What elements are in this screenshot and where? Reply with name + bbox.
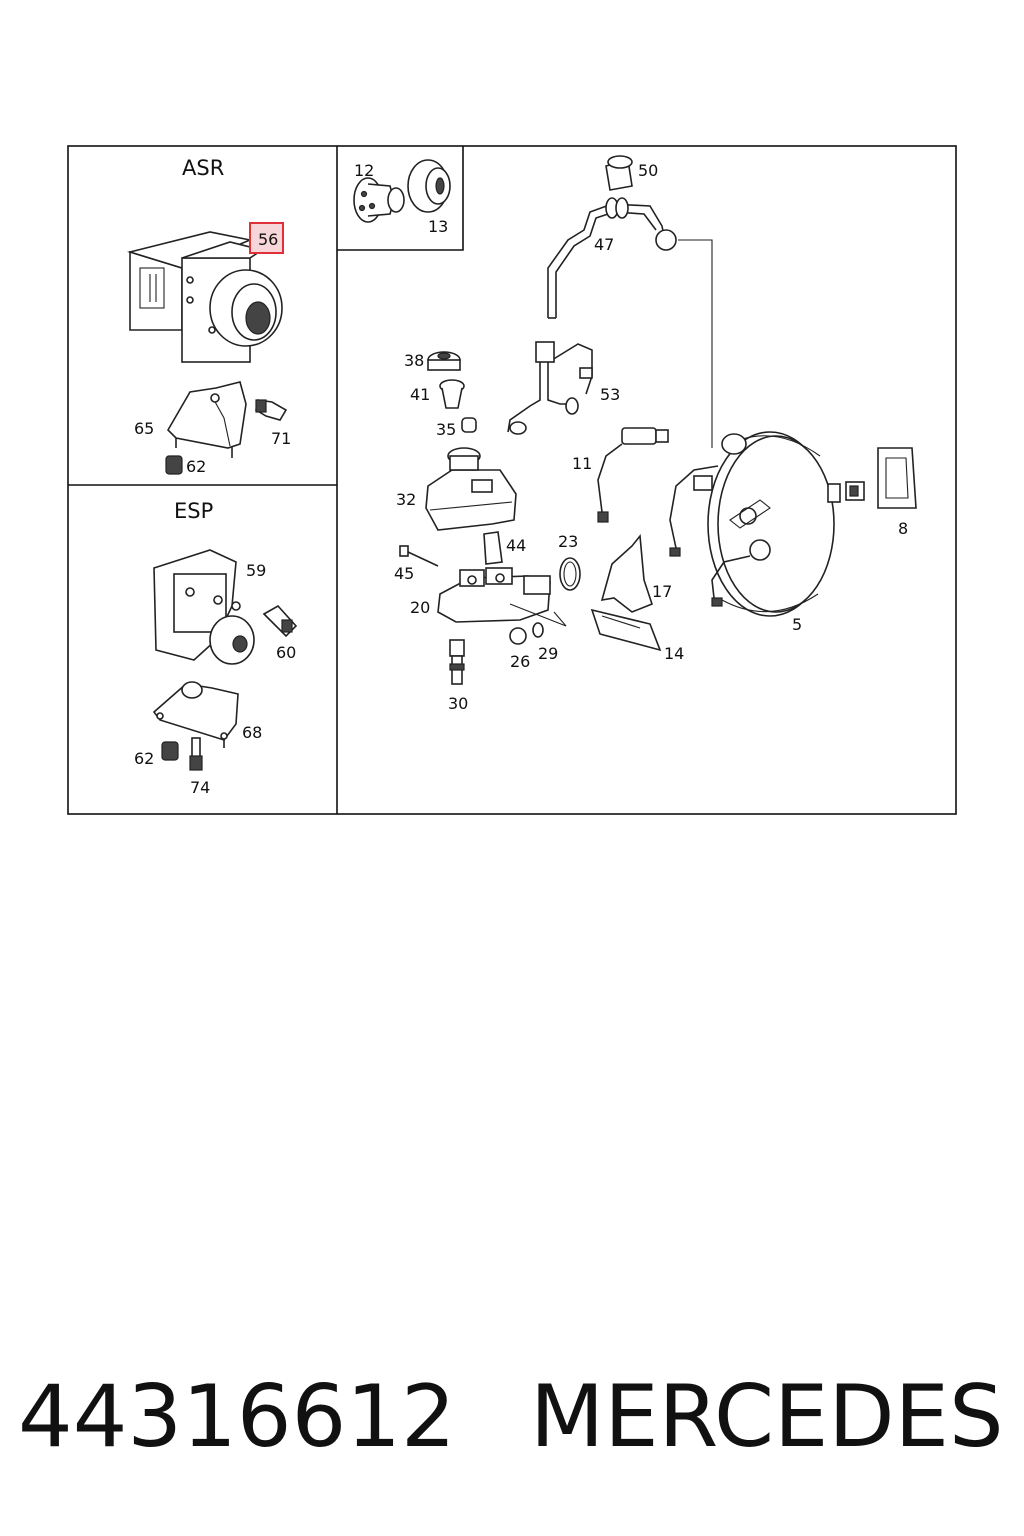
callout-65: 65 xyxy=(134,419,154,438)
callout-50: 50 xyxy=(638,161,658,180)
callout-71: 71 xyxy=(271,429,291,448)
grommet-44[interactable] xyxy=(483,531,503,565)
callout-20: 20 xyxy=(410,598,430,617)
nut-26[interactable] xyxy=(509,627,527,645)
callout-38: 38 xyxy=(404,351,424,370)
callout-29: 29 xyxy=(538,644,558,663)
callout-11: 11 xyxy=(572,454,592,473)
cap-35[interactable] xyxy=(461,417,477,433)
fluid-reservoir-32[interactable] xyxy=(425,447,517,531)
gasket-8[interactable] xyxy=(877,447,917,509)
asr-hydraulic-unit[interactable] xyxy=(127,231,283,363)
esp-panel: ESP 59 60 68 6 xyxy=(134,499,298,797)
hose-assembly-53[interactable] xyxy=(507,341,593,435)
callout-8: 8 xyxy=(898,519,908,538)
asr-panel: ASR 56 xyxy=(127,156,291,476)
main-panel: 50 47 38 41 35 53 11 32 44 23 45 20 17 2… xyxy=(394,155,917,713)
grommet-50[interactable] xyxy=(605,155,633,191)
switch-11[interactable] xyxy=(597,427,669,523)
callout-74: 74 xyxy=(190,778,210,797)
diagram-frame xyxy=(67,145,957,815)
footer-caption: 44316612 MERCEDES xyxy=(18,1362,1008,1472)
brake-booster-5[interactable] xyxy=(669,431,841,617)
callout-45: 45 xyxy=(394,564,414,583)
asr-bolt-71[interactable] xyxy=(255,399,288,421)
grommet-13[interactable] xyxy=(407,159,451,213)
callout-5: 5 xyxy=(792,615,802,634)
callout-23: 23 xyxy=(558,532,578,551)
brand-name: MERCEDES xyxy=(530,1367,1004,1467)
esp-mounting-bracket[interactable] xyxy=(152,681,239,748)
callout-68: 68 xyxy=(242,723,262,742)
reservoir-cap-38[interactable] xyxy=(427,351,461,371)
esp-hydraulic-unit[interactable] xyxy=(153,549,255,665)
callout-56: 56 xyxy=(258,230,278,249)
esp-bolt-74[interactable] xyxy=(189,737,203,771)
strainer-41[interactable] xyxy=(439,379,465,409)
callout-13: 13 xyxy=(428,217,448,236)
asr-grommet-62[interactable] xyxy=(165,455,183,475)
esp-sensor-60[interactable] xyxy=(262,604,298,638)
callout-60: 60 xyxy=(276,643,296,662)
callout-30: 30 xyxy=(448,694,468,713)
callout-17: 17 xyxy=(652,582,672,601)
washer-29[interactable] xyxy=(532,622,544,638)
leader-47-booster xyxy=(678,239,713,448)
shield-14[interactable] xyxy=(590,608,662,652)
callout-35: 35 xyxy=(436,420,456,439)
sensor-30[interactable] xyxy=(449,639,465,685)
callout-41: 41 xyxy=(410,385,430,404)
callout-56-highlight[interactable]: 56 xyxy=(249,222,284,254)
callout-44: 44 xyxy=(506,536,526,555)
adapter-stud[interactable] xyxy=(845,481,865,501)
callout-14: 14 xyxy=(664,644,684,663)
check-valve-12[interactable] xyxy=(353,177,405,223)
parts-diagram: ASR 56 xyxy=(67,145,957,815)
callout-32: 32 xyxy=(396,490,416,509)
master-cylinder-20[interactable] xyxy=(437,567,567,627)
o-ring-23[interactable] xyxy=(559,557,581,591)
callout-26: 26 xyxy=(510,652,530,671)
esp-grommet-62[interactable] xyxy=(161,741,179,761)
part-number: 44316612 xyxy=(18,1367,456,1467)
callout-53: 53 xyxy=(600,385,620,404)
callout-62-esp: 62 xyxy=(134,749,154,768)
esp-title: ESP xyxy=(174,499,213,523)
vacuum-hose-47[interactable] xyxy=(547,197,677,319)
callout-59: 59 xyxy=(246,561,266,580)
bracket-17[interactable] xyxy=(600,533,653,613)
bolt-45[interactable] xyxy=(399,545,439,567)
callout-12: 12 xyxy=(354,161,374,180)
callout-47: 47 xyxy=(594,235,614,254)
asr-mounting-bracket[interactable] xyxy=(166,381,247,458)
asr-title: ASR xyxy=(182,156,224,180)
seal-inset-panel: 12 13 xyxy=(353,159,451,236)
callout-62-asr: 62 xyxy=(186,457,206,476)
